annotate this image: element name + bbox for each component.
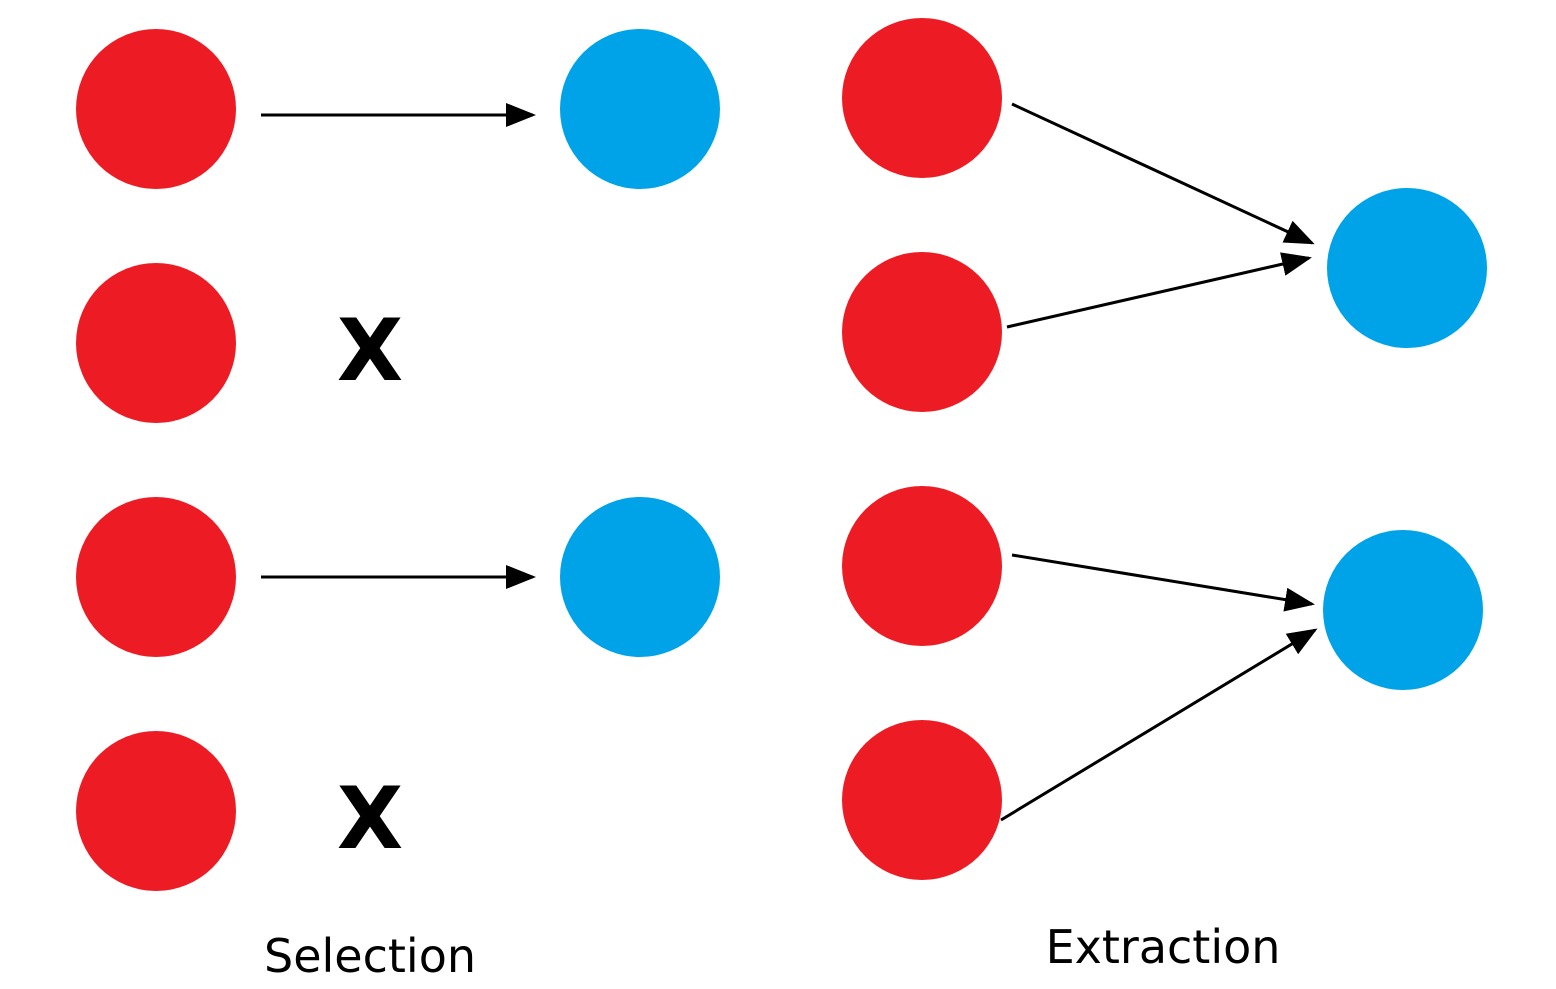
extraction-output-node-2 (1323, 530, 1483, 690)
extraction-panel: Extraction (842, 18, 1487, 974)
extraction-input-node-4 (842, 720, 1002, 880)
selection-input-node-4 (76, 731, 236, 891)
extraction-caption: Extraction (1046, 920, 1281, 974)
extraction-output-node-1 (1327, 188, 1487, 348)
extraction-arrow-1 (1011, 102, 1315, 245)
selection-input-node-3 (76, 497, 236, 657)
extraction-arrow-3 (1011, 553, 1315, 612)
dropped-marker-2: X (337, 769, 403, 869)
extraction-input-node-1 (842, 18, 1002, 178)
extraction-arrow-2 (1006, 252, 1312, 329)
selection-caption: Selection (264, 929, 476, 983)
selection-panel: X X Selection (76, 29, 720, 983)
extraction-input-node-2 (842, 252, 1002, 412)
extraction-arrow-4 (1000, 628, 1318, 822)
selection-input-node-1 (76, 29, 236, 189)
extraction-input-node-3 (842, 486, 1002, 646)
selection-input-node-2 (76, 263, 236, 423)
selection-output-node-2 (560, 497, 720, 657)
dropped-marker-1: X (337, 301, 403, 401)
selection-output-node-1 (560, 29, 720, 189)
